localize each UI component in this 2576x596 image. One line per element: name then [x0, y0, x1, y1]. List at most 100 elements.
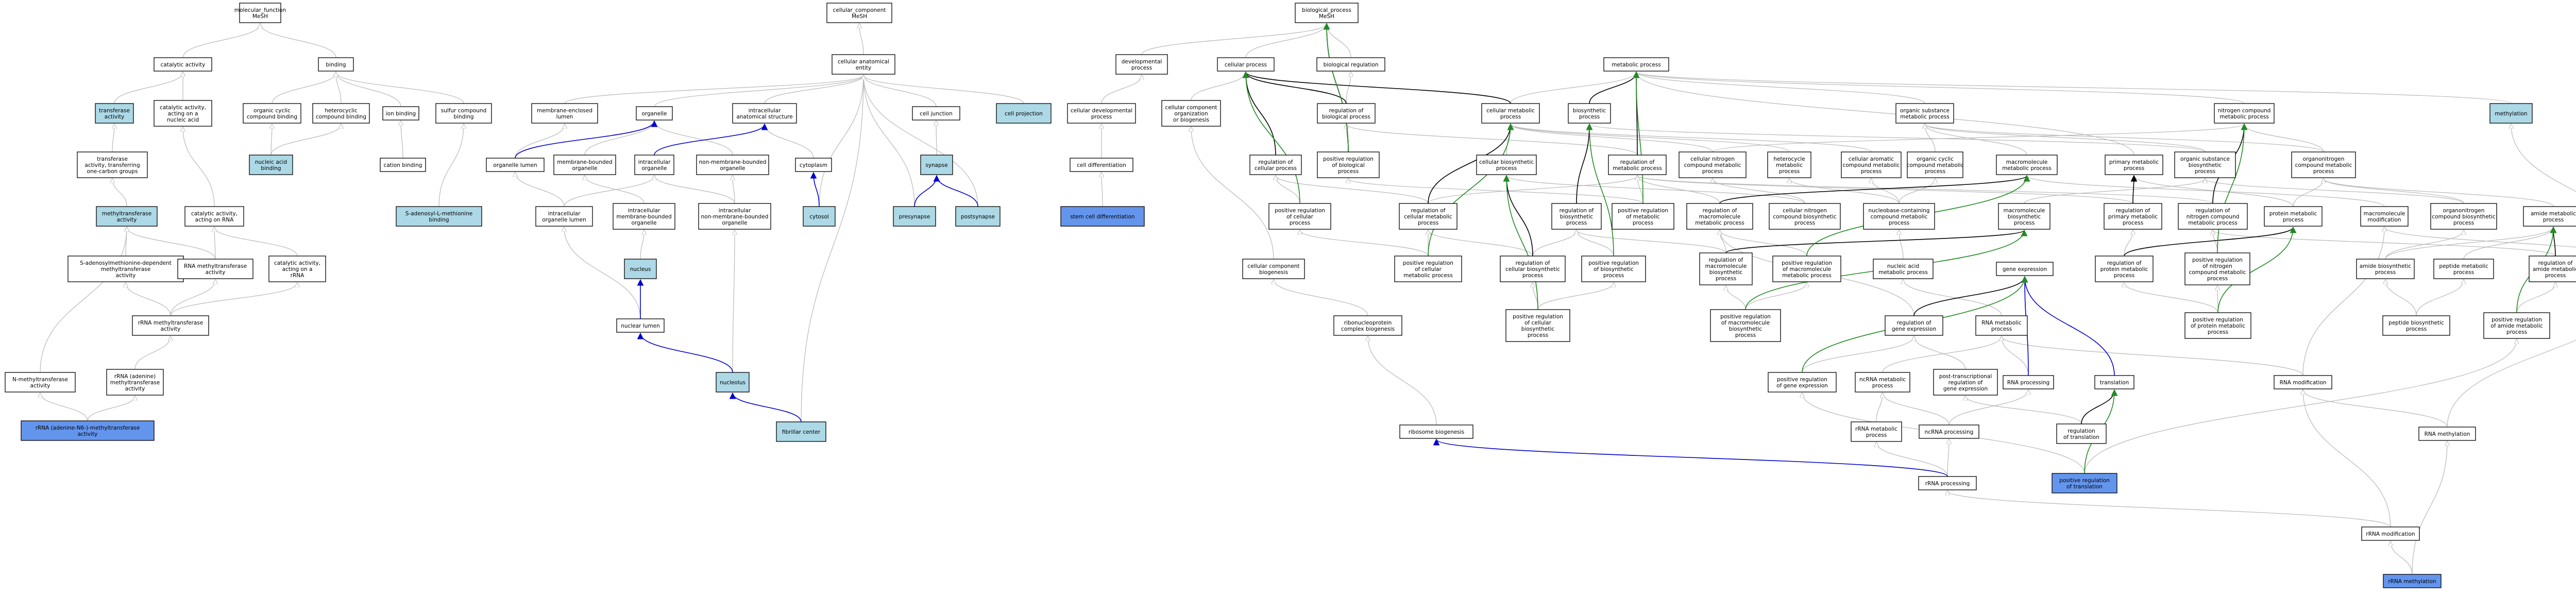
node-label-line: methyltransferase: [102, 211, 151, 217]
node-label-line: anatomical structure: [736, 114, 792, 120]
edge-cytosol-to-cytoplasm: [810, 172, 820, 207]
edge-transferase_onecarbon-to-transferase: [112, 124, 114, 152]
node-box: [698, 203, 771, 230]
edge-postsynapse-to-cell_anat: [863, 75, 978, 207]
node-label-line: biological_process: [1302, 7, 1351, 13]
node-label-line: lumen: [556, 114, 573, 120]
node-box: [716, 372, 750, 393]
edge-post_trans-to-reg_gene_expr: [1914, 336, 1966, 370]
node-label-line: nitrogen compound: [2187, 214, 2240, 220]
node-sam-dep: S-adenosylmethionine-dependentmethyltran…: [67, 256, 184, 282]
node-box: [553, 155, 616, 175]
node-label-line: gene expression: [1892, 326, 1936, 332]
edge-reg_bio-to-cellular_process: [1242, 71, 1347, 104]
node-box: [1394, 256, 1462, 282]
node-label-line: positive regulation: [2492, 317, 2542, 323]
edge-rna_metab-to-nucleic_metab: [1903, 280, 2002, 316]
node-label-line: stem cell differentiation: [1070, 214, 1134, 220]
node-label-line: of gene expression: [1776, 383, 1828, 389]
edge-ncrna_proc-to-rna_processing: [1948, 390, 2028, 425]
node-label-line: process: [1861, 168, 1882, 175]
node-box: [2382, 315, 2450, 336]
edge-nucleobase-to-hetero_metab: [1789, 179, 1900, 204]
edge-rrna_metab-to-ncrna_metab: [1876, 393, 1883, 422]
node-label-line: amide metabolic: [2533, 266, 2576, 273]
node-box: [1933, 369, 1998, 396]
node-label-line: metabolic process: [1900, 114, 1950, 120]
edge-pos_reg_translation-to-pos_reg_amide_metab: [2084, 339, 2517, 474]
node-rna-processing: RNA processing: [2003, 375, 2054, 389]
node-label-line: cytosol: [809, 214, 828, 220]
edge-org_sub_biosyn-to-org_sub_metab: [1925, 124, 2206, 152]
node-label-line: compound metabolic: [2189, 269, 2246, 276]
edge-reg_amide_metab-to-reg_n_metab: [2213, 230, 2556, 257]
node-box: [1399, 203, 1458, 230]
node-box: [1551, 203, 1602, 230]
node-label-line: of macromolecule: [1783, 266, 1831, 273]
node-label-line: primary metabolic: [2109, 159, 2159, 165]
node-label-line: regulation of: [1411, 208, 1446, 214]
node-label-line: regulation of: [1709, 257, 1743, 263]
edge-macro_biosyn-to-org_sub_biosyn: [2024, 179, 2205, 204]
node-label-line: metabolic process: [1782, 273, 1832, 279]
node-box: [613, 203, 675, 230]
edge-cell_junction-to-cell_anat: [863, 75, 937, 107]
node-box: [1161, 100, 1221, 127]
node-label-line: ncRNA processing: [1925, 429, 1974, 435]
node-label-line: cellular biosynthetic: [1505, 266, 1560, 273]
node-rrna-n6: rRNA (adenine-N6-)-methyltransferaseacti…: [21, 420, 155, 441]
node-label-line: of nitrogen: [2202, 263, 2232, 269]
node-label-line: molecular_function: [234, 7, 286, 13]
node-label-line: biosynthetic: [1560, 214, 1594, 220]
node-box: [912, 106, 960, 121]
node-label-line: activity, transferring: [84, 162, 140, 168]
node-label-line: cellular metabolic: [1486, 108, 1535, 114]
edge-rna_mt2-to-rna_mt: [170, 280, 215, 316]
node-box: [132, 315, 209, 336]
node-box: [2361, 526, 2420, 541]
node-label-line: process: [2208, 329, 2228, 335]
node-box: [776, 421, 826, 442]
node-label-line: methylation: [2495, 111, 2527, 117]
node-label-line: postsynapse: [961, 214, 995, 220]
node-box: [1841, 151, 1902, 178]
edge-cell_n_metab-to-n_metab: [1712, 124, 2244, 152]
edge-rrna_mod-to-rrna_proc: [1947, 491, 2391, 527]
node-box: [1581, 256, 1646, 282]
node-label-line: biological process: [1322, 114, 1370, 120]
edge-rrna_proc-to-rrna_metab: [1876, 442, 1948, 477]
node-box: [732, 103, 797, 124]
node-label-line: membrane-bounded: [616, 214, 671, 220]
node-catalytic: catalytic activity: [154, 57, 212, 72]
edge-reg_gene_expr-to-gene_expr: [1913, 276, 2028, 316]
node-box: [1067, 103, 1136, 124]
node-box: [1568, 103, 1611, 124]
node-box: [154, 100, 212, 127]
edge-pos_reg_amide_metab-to-reg_amide_metab: [2516, 283, 2555, 313]
node-label-line: S-adenosyl-L-methionine: [405, 211, 472, 217]
node-box: [795, 158, 832, 172]
node-cell-projection: cell projection: [996, 103, 1052, 124]
node-label-line: rRNA (adenine-N6-)-methyltransferase: [36, 425, 140, 431]
node-label-line: nucleolus: [720, 380, 745, 386]
edge-reg_bio-to-bio_reg: [1346, 72, 1351, 104]
node-label-line: acting on a: [282, 266, 313, 273]
edge-pos_reg_n_metab-to-reg_n_metab: [2213, 230, 2218, 253]
edge-rna_mt-to-cat_rna: [214, 227, 215, 260]
edge-cytoplasm-to-intracell_anat: [765, 124, 814, 159]
node-label-line: biosynthetic: [2189, 162, 2222, 168]
node-label-line: cellular component: [1165, 105, 1217, 111]
node-label-line: protein metabolic: [2269, 211, 2317, 217]
edge-intracell_organelle-to-intracell_anat: [654, 123, 768, 156]
node-label-line: process: [2283, 217, 2303, 223]
